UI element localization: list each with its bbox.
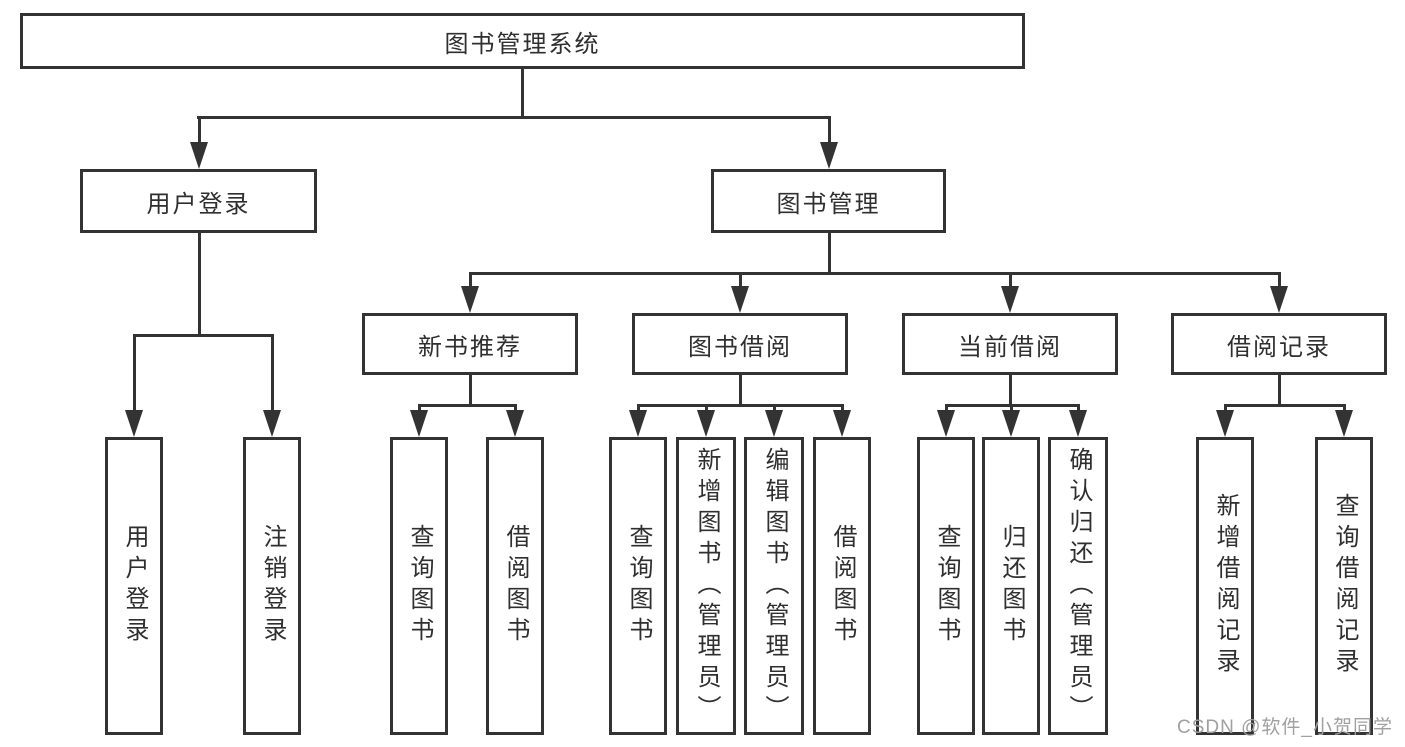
arrowhead-down-icon bbox=[629, 410, 647, 437]
node-book-borrow-label: 图书借阅 bbox=[688, 333, 792, 361]
arrowhead-down-icon bbox=[1216, 410, 1234, 437]
connector-line bbox=[739, 272, 742, 288]
arrowhead-down-icon bbox=[731, 286, 749, 313]
leaf-current-confirm: 确认归还（管理员） bbox=[1048, 437, 1108, 735]
arrowhead-down-icon bbox=[833, 410, 851, 437]
node-book-borrow: 图书借阅 bbox=[632, 313, 848, 375]
arrowhead-down-icon bbox=[461, 286, 479, 313]
arrowhead-down-icon bbox=[937, 410, 955, 437]
connector-line bbox=[469, 272, 472, 288]
leaf-newbooks-query: 查询图书 bbox=[390, 437, 448, 735]
leaf-borrow-query-label: 查询图书 bbox=[625, 524, 652, 648]
arrowhead-down-icon bbox=[1002, 410, 1020, 437]
connector-line bbox=[1009, 272, 1012, 288]
connector-line bbox=[828, 233, 831, 274]
leaf-records-query: 查询借阅记录 bbox=[1315, 437, 1373, 735]
arrowhead-down-icon bbox=[765, 410, 783, 437]
leaf-borrow-edit-label: 编辑图书（管理员） bbox=[761, 446, 788, 726]
leaf-logout-label: 注销登录 bbox=[259, 524, 286, 648]
arrowhead-down-icon bbox=[697, 410, 715, 437]
connector-line bbox=[1224, 404, 1345, 407]
node-current-borrow-label: 当前借阅 bbox=[958, 333, 1062, 361]
leaf-records-add: 新增借阅记录 bbox=[1196, 437, 1254, 735]
arrowhead-down-icon bbox=[820, 142, 838, 169]
leaf-borrow-add-label: 新增图书（管理员） bbox=[693, 446, 720, 726]
arrowhead-down-icon bbox=[190, 142, 208, 169]
node-borrow-records: 借阅记录 bbox=[1171, 313, 1387, 375]
leaf-borrow-borrow: 借阅图书 bbox=[813, 437, 871, 735]
node-new-books: 新书推荐 bbox=[362, 313, 578, 375]
connector-line bbox=[469, 272, 1281, 275]
leaf-borrow-query: 查询图书 bbox=[609, 437, 667, 735]
leaf-current-query-label: 查询图书 bbox=[933, 524, 960, 648]
leaf-records-add-label: 新增借阅记录 bbox=[1212, 493, 1239, 679]
arrowhead-down-icon bbox=[125, 410, 143, 437]
node-borrow-records-label: 借阅记录 bbox=[1227, 333, 1331, 361]
arrowhead-down-icon bbox=[1069, 410, 1087, 437]
connector-line bbox=[739, 375, 742, 406]
leaf-borrow-add: 新增图书（管理员） bbox=[676, 437, 736, 735]
leaf-current-query: 查询图书 bbox=[917, 437, 975, 735]
leaf-current-return-label: 归还图书 bbox=[998, 524, 1025, 648]
leaf-records-query-label: 查询借阅记录 bbox=[1331, 493, 1358, 679]
connector-line bbox=[1278, 272, 1281, 288]
node-book-mgmt: 图书管理 bbox=[711, 169, 946, 233]
node-root: 图书管理系统 bbox=[20, 13, 1025, 69]
arrowhead-down-icon bbox=[410, 410, 428, 437]
watermark: CSDN @软件_小贺同学 bbox=[1177, 717, 1393, 738]
node-user-login: 用户登录 bbox=[80, 169, 317, 233]
leaf-newbooks-query-label: 查询图书 bbox=[406, 524, 433, 648]
connector-line bbox=[197, 116, 831, 119]
connector-line bbox=[521, 69, 524, 117]
leaf-user-login-label: 用户登录 bbox=[121, 524, 148, 648]
connector-line bbox=[198, 233, 201, 336]
node-root-label: 图书管理系统 bbox=[444, 30, 601, 58]
connector-line bbox=[469, 375, 472, 406]
leaf-user-login: 用户登录 bbox=[105, 437, 163, 735]
leaf-newbooks-borrow-label: 借阅图书 bbox=[502, 524, 529, 648]
connector-line bbox=[271, 334, 274, 412]
node-new-books-label: 新书推荐 bbox=[418, 333, 522, 361]
arrowhead-down-icon bbox=[1001, 286, 1019, 313]
arrowhead-down-icon bbox=[506, 410, 524, 437]
arrowhead-down-icon bbox=[1270, 286, 1288, 313]
leaf-current-return: 归还图书 bbox=[982, 437, 1040, 735]
node-user-login-label: 用户登录 bbox=[146, 190, 251, 218]
connector-line bbox=[637, 404, 844, 407]
leaf-borrow-borrow-label: 借阅图书 bbox=[829, 524, 856, 648]
leaf-borrow-edit: 编辑图书（管理员） bbox=[744, 437, 804, 735]
node-current-borrow: 当前借阅 bbox=[902, 313, 1118, 375]
leaf-newbooks-borrow: 借阅图书 bbox=[486, 437, 544, 735]
leaf-current-confirm-label: 确认归还（管理员） bbox=[1065, 446, 1092, 726]
arrowhead-down-icon bbox=[1335, 410, 1353, 437]
connector-line bbox=[418, 404, 517, 407]
arrowhead-down-icon bbox=[263, 410, 281, 437]
connector-line bbox=[1278, 375, 1281, 406]
connector-line bbox=[1009, 375, 1012, 406]
leaf-logout: 注销登录 bbox=[243, 437, 301, 735]
node-book-mgmt-label: 图书管理 bbox=[776, 190, 881, 218]
connector-line bbox=[133, 334, 136, 412]
connector-line bbox=[828, 116, 831, 144]
connector-line bbox=[133, 334, 274, 337]
connector-line bbox=[198, 116, 201, 144]
